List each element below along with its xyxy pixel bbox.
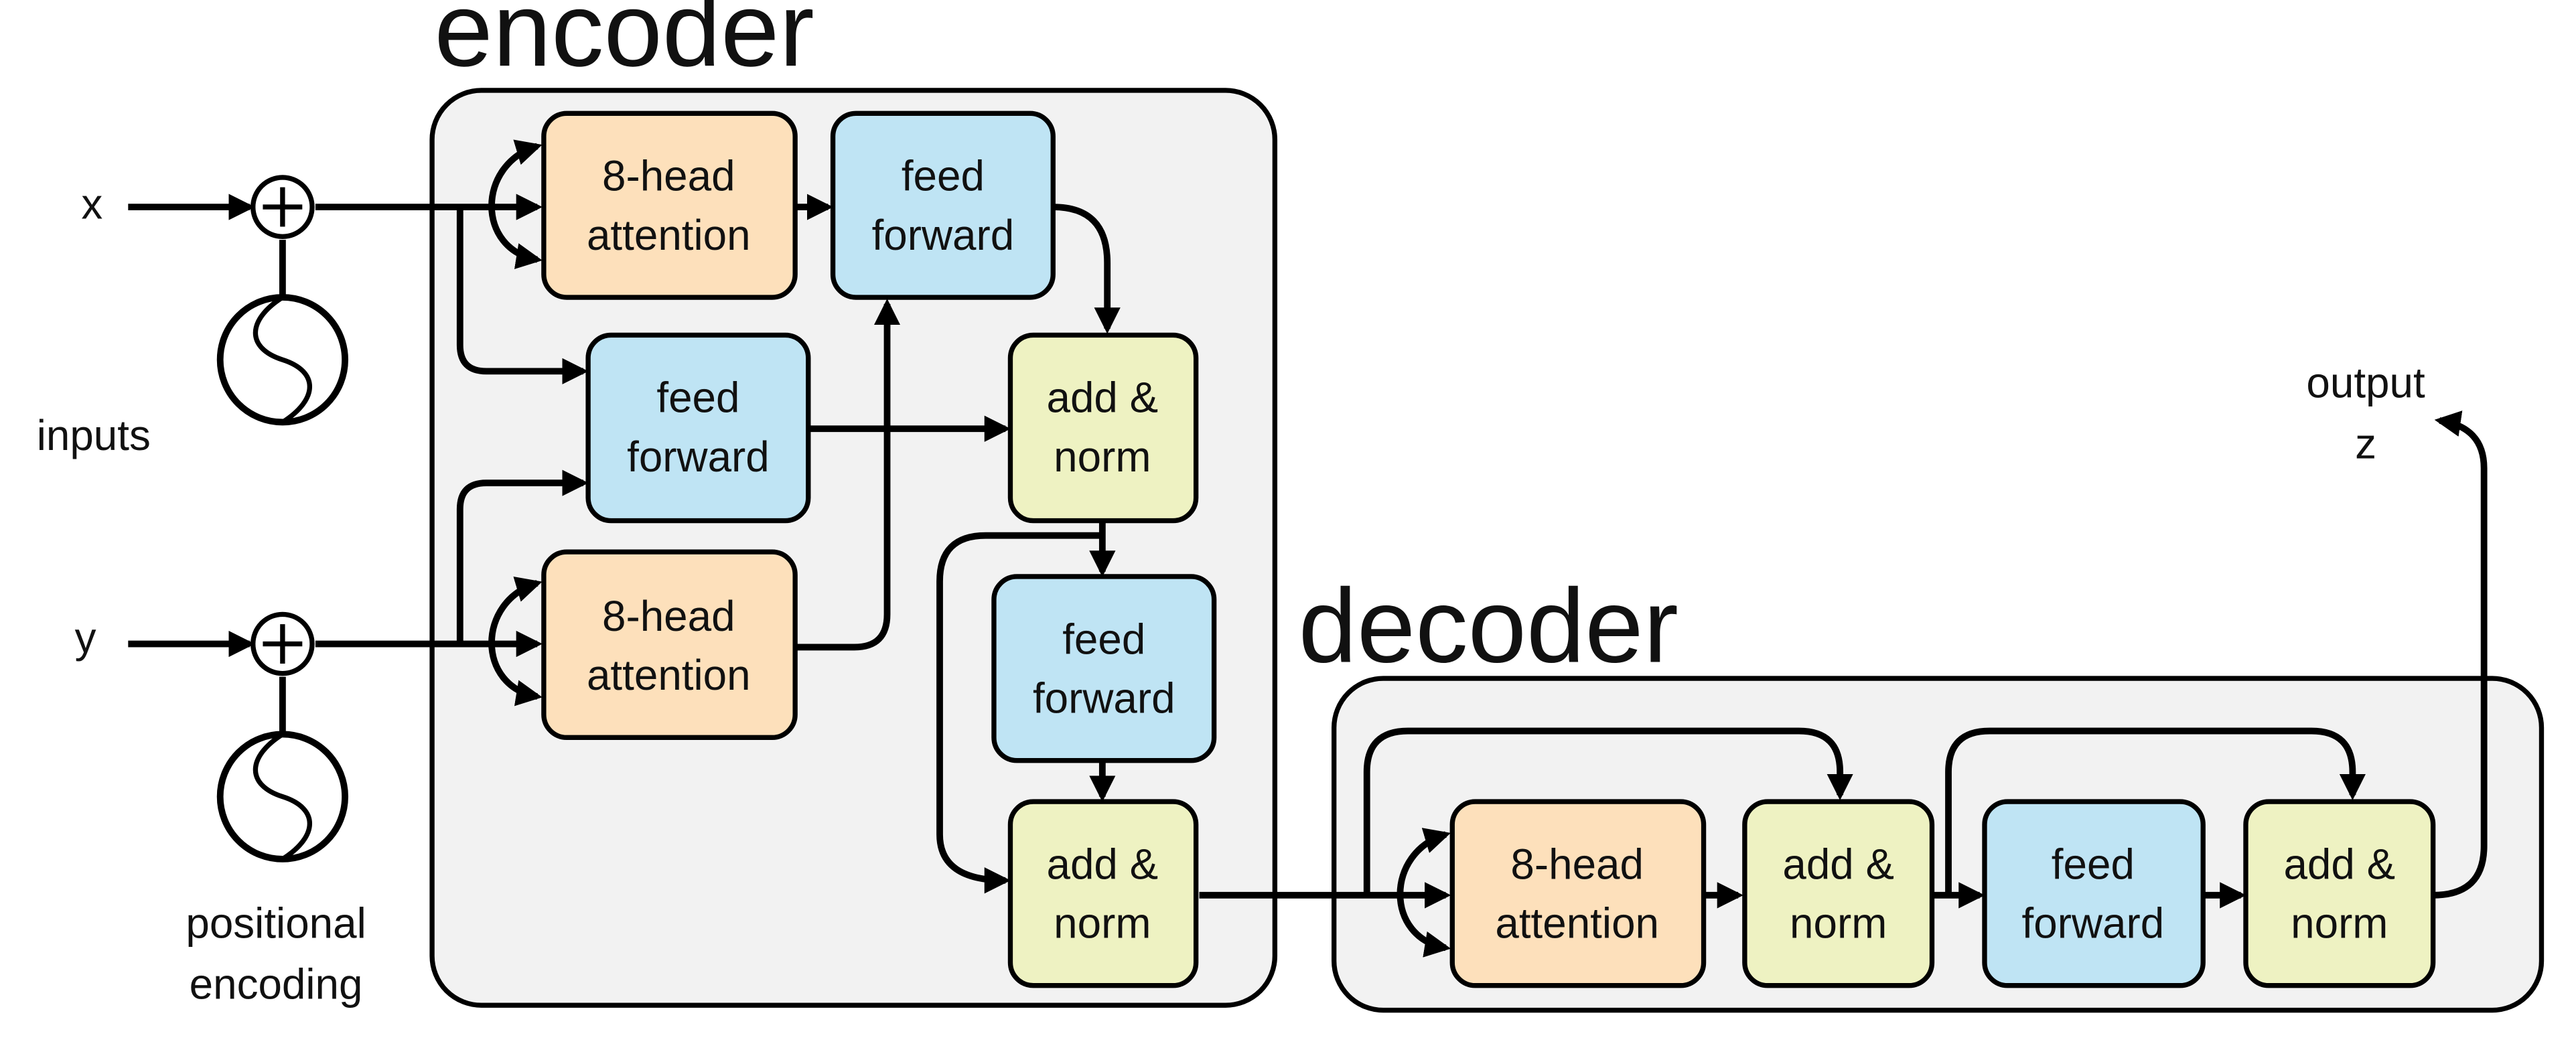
decoder-attention-block: 8-head attention [1449, 799, 1707, 988]
decoder-ff-block: feed forward [1982, 799, 2206, 988]
svg-text:8-head: 8-head [602, 152, 735, 200]
positional-encoding-icon-y [216, 731, 348, 863]
svg-text:norm: norm [1054, 433, 1151, 481]
encoder-ff-mid-block: feed forward [991, 574, 1217, 763]
encoder-attention-x-block: 8-head attention [541, 110, 798, 300]
svg-text:forward: forward [2022, 899, 2165, 948]
connection-lines [128, 139, 2488, 958]
adder-x [251, 175, 315, 239]
svg-text:feed: feed [656, 374, 739, 422]
encoder-attention-y-block: 8-head attention [541, 549, 798, 741]
encoder-ff-x-block: feed forward [830, 110, 1056, 300]
svg-text:feed: feed [1062, 615, 1145, 663]
svg-text:add &: add & [1047, 840, 1159, 888]
svg-text:add &: add & [2283, 840, 2395, 888]
output-label-line2: z [2355, 419, 2376, 467]
encoder-ff-cross-block: feed forward [585, 332, 811, 524]
decoder-add-norm-1-block: add & norm [1742, 799, 1935, 988]
svg-text:attention: attention [587, 211, 751, 259]
svg-text:attention: attention [1495, 899, 1659, 948]
input-y-label: y [75, 613, 96, 662]
svg-text:norm: norm [2291, 899, 2388, 948]
svg-text:8-head: 8-head [602, 592, 735, 640]
svg-text:forward: forward [872, 211, 1015, 259]
positional-encoding-icon-x [216, 294, 348, 426]
encoder-add-norm-2-block: add & norm [1007, 799, 1199, 988]
svg-text:8-head: 8-head [1510, 840, 1644, 888]
inputs-label: inputs [37, 411, 151, 459]
adder-y [251, 611, 315, 676]
svg-text:feed: feed [902, 152, 985, 200]
svg-text:feed: feed [2052, 840, 2135, 888]
svg-text:forward: forward [627, 433, 770, 481]
svg-text:add &: add & [1047, 374, 1159, 422]
svg-text:forward: forward [1033, 674, 1175, 723]
svg-text:norm: norm [1054, 899, 1151, 948]
positional-encoding-label-line1: positional [186, 899, 366, 948]
svg-text:add &: add & [1782, 840, 1894, 888]
svg-text:norm: norm [1790, 899, 1887, 948]
output-label-line1: output [2306, 359, 2425, 407]
positional-encoding-label-line2: encoding [190, 960, 363, 1008]
encoder-container [429, 88, 1278, 1008]
encoder-label: encoder [434, 0, 814, 88]
svg-text:attention: attention [587, 651, 751, 699]
input-x-label: x [81, 179, 102, 228]
decoder-add-norm-2-block: add & norm [2243, 799, 2436, 988]
encoder-add-norm-1-block: add & norm [1007, 332, 1199, 524]
decoder-label: decoder [1299, 568, 1678, 685]
